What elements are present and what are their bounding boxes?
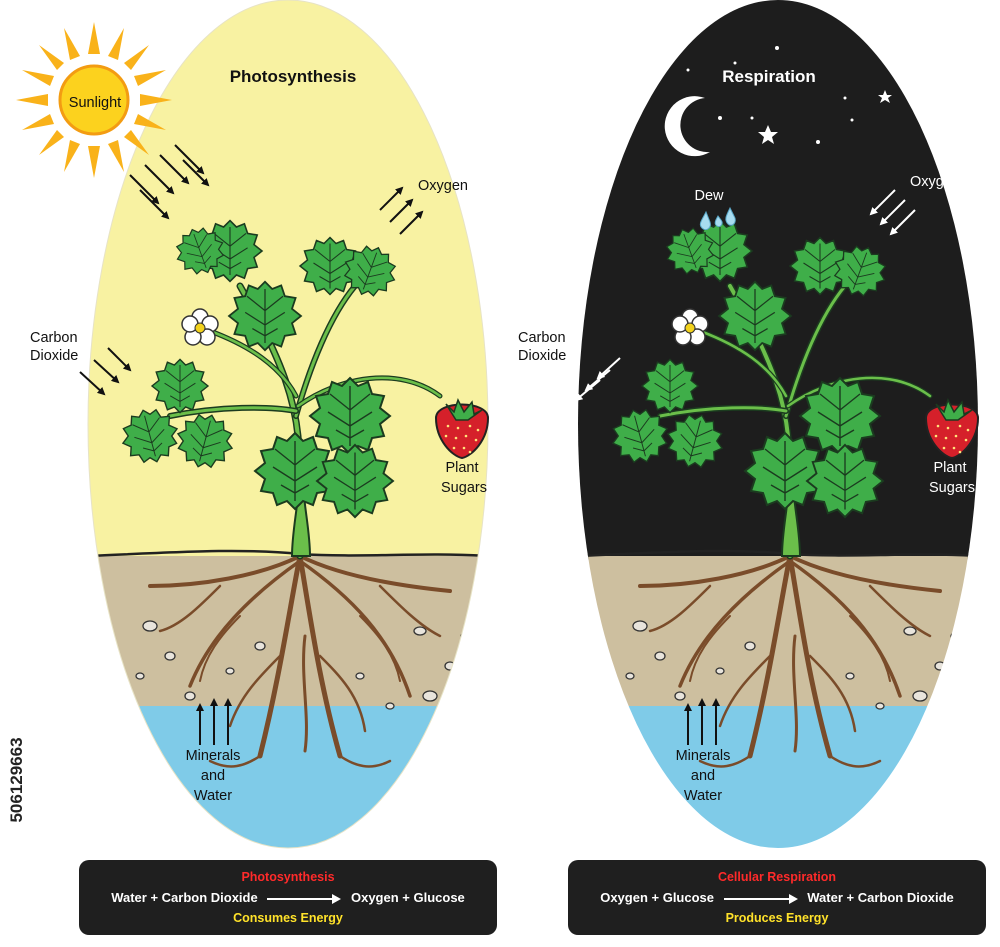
plant-sugars-label-line1: Plant xyxy=(445,460,478,476)
plant-sugars-label-line1: Plant xyxy=(933,460,966,476)
stock-id-text: 506129663 xyxy=(7,737,26,823)
minerals-up-arrows xyxy=(684,698,720,745)
co2-in-arrows xyxy=(79,347,132,396)
sunlight-label: Sunlight xyxy=(69,95,121,111)
sun-icon xyxy=(16,22,172,178)
carbon-dioxide-label-line1: Carbon xyxy=(518,330,566,346)
plant-sugars-label-line2: Sugars xyxy=(929,480,975,496)
minerals-label-line2: and xyxy=(201,768,225,784)
equation-products: Water + Carbon Dioxide xyxy=(807,890,954,905)
equation-row: Oxygen + Glucose Water + Carbon Dioxide xyxy=(568,890,986,906)
carbon-dioxide-label-line2: Dioxide xyxy=(30,348,78,364)
respiration-equation-box: Cellular Respiration Oxygen + Glucose Wa… xyxy=(568,860,986,935)
minerals-label-line1: Minerals xyxy=(676,748,731,764)
minerals-label-line1: Minerals xyxy=(186,748,241,764)
equation-title: Cellular Respiration xyxy=(717,870,837,884)
minerals-label-line2: and xyxy=(691,768,715,784)
photosynthesis-equation-box: Photosynthesis Water + Carbon Dioxide Ox… xyxy=(79,860,497,935)
minerals-up-arrows xyxy=(196,698,232,745)
star-icons xyxy=(686,46,892,144)
water-layer xyxy=(88,706,488,848)
equation-products: Oxygen + Glucose xyxy=(350,890,465,905)
right-arrow-icon xyxy=(267,893,342,904)
right-arrow-icon xyxy=(723,893,798,904)
equation-row: Water + Carbon Dioxide Oxygen + Glucose xyxy=(79,890,497,906)
water-layer xyxy=(578,706,978,848)
oxygen-label: Oxygen xyxy=(418,178,468,194)
dew-label: Dew xyxy=(694,188,724,204)
co2-out-arrows xyxy=(574,357,621,402)
minerals-label-line3: Water xyxy=(684,788,722,804)
plant-sugars-label-line2: Sugars xyxy=(441,480,487,496)
respiration-title: Respiration xyxy=(722,67,816,86)
energy-note: Consumes Energy xyxy=(233,911,343,925)
equation-reactants: Water + Carbon Dioxide xyxy=(111,890,258,905)
minerals-label-line3: Water xyxy=(194,788,232,804)
oxygen-out-arrows xyxy=(379,186,424,235)
oxygen-in-arrows xyxy=(869,189,916,236)
equation-reactants: Oxygen + Glucose xyxy=(600,890,714,905)
sunlight-arrows xyxy=(129,144,210,220)
moon-icon xyxy=(664,96,710,157)
respiration-panel: Respiration Dew Oxygen Carbon Dioxide Pl… xyxy=(518,0,978,848)
photosynthesis-panel: Photosynthesis Sunlight Oxygen Carbon Di… xyxy=(16,0,488,849)
dew-drops xyxy=(699,206,736,231)
stock-id-label: 506129663 xyxy=(4,700,26,860)
carbon-dioxide-label-line2: Dioxide xyxy=(518,348,566,364)
equation-title: Photosynthesis xyxy=(241,870,335,884)
carbon-dioxide-label-line1: Carbon xyxy=(30,330,78,346)
oxygen-label: Oxygen xyxy=(910,174,960,190)
photosynthesis-title: Photosynthesis xyxy=(230,67,357,86)
energy-note: Produces Energy xyxy=(725,911,829,925)
